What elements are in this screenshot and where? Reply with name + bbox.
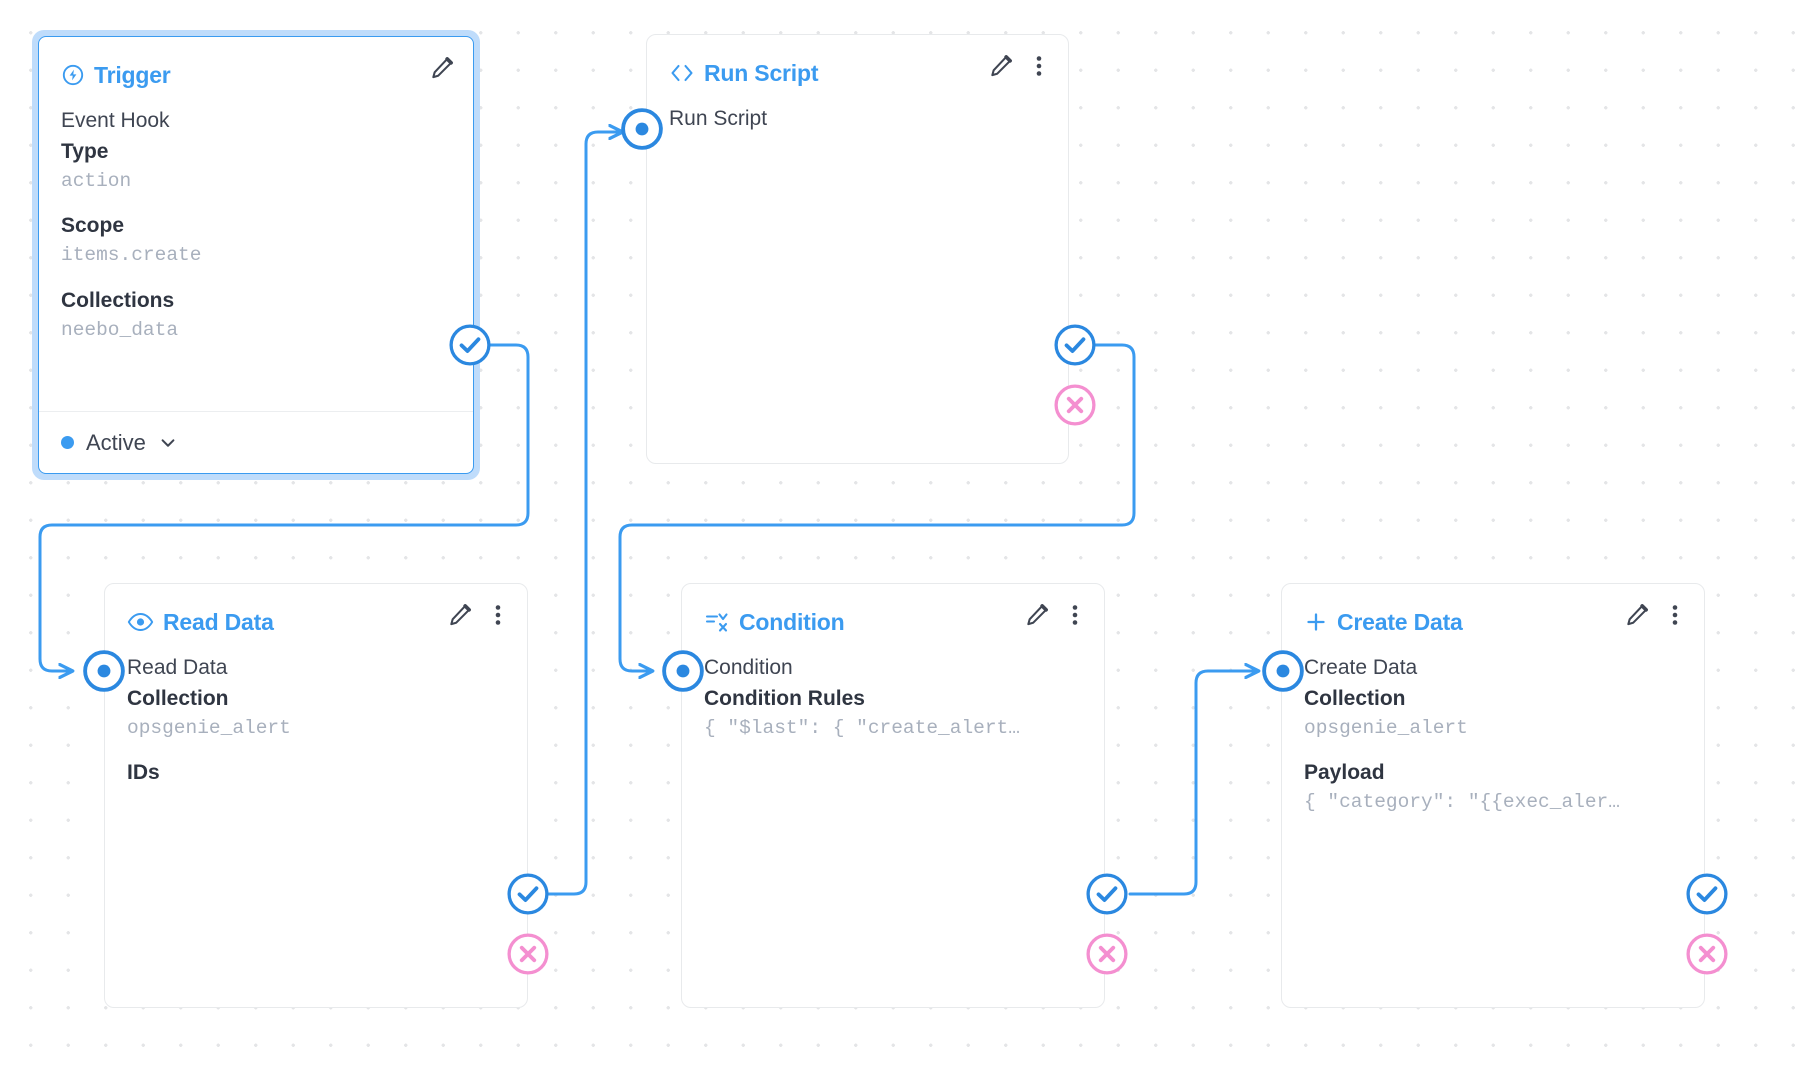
node-actions[interactable] (447, 602, 509, 628)
field-label: Collection (1304, 687, 1406, 711)
node-title: Condition (739, 608, 845, 635)
operation-name: Event Hook (61, 109, 170, 132)
port-run-script-success[interactable] (1053, 323, 1097, 367)
more-vertical-icon[interactable] (487, 602, 509, 628)
field-label: Collection (127, 687, 229, 711)
field-value: opsgenie_alert (127, 717, 291, 740)
plus-icon (1304, 610, 1328, 634)
field-label: IDs (127, 761, 160, 785)
port-create-data-success[interactable] (1685, 872, 1729, 916)
port-read-data-success[interactable] (506, 872, 550, 916)
field-label: Type (61, 140, 109, 164)
field-value: items.create (61, 244, 202, 267)
port-trigger-success[interactable] (448, 323, 492, 367)
more-vertical-icon[interactable] (1664, 602, 1686, 628)
field-value: action (61, 170, 132, 193)
port-run-script-input[interactable] (620, 107, 664, 151)
edit-pencil-icon[interactable] (988, 53, 1014, 79)
port-condition-success[interactable] (1085, 872, 1129, 916)
port-run-script-reject[interactable] (1053, 383, 1097, 427)
edit-pencil-icon[interactable] (1624, 602, 1650, 628)
field-value: opsgenie_alert (1304, 717, 1468, 740)
status-badge[interactable]: Active (39, 411, 473, 473)
field-label: Condition Rules (704, 687, 865, 711)
port-create-data-reject[interactable] (1685, 932, 1729, 976)
port-create-data-input[interactable] (1261, 649, 1305, 693)
field-value: { "category": "{{exec_aler… (1304, 791, 1620, 814)
node-header: Create Data (1282, 584, 1704, 640)
field-value: { "$last": { "create_alert… (704, 717, 1020, 740)
field-label: Payload (1304, 761, 1385, 785)
node-actions[interactable] (1024, 602, 1086, 628)
node-fields: Event Hook Type action Scope items.creat… (39, 93, 473, 345)
eye-icon (127, 611, 154, 633)
node-read-data[interactable]: Read Data Read Da (104, 583, 528, 1008)
edit-pencil-icon[interactable] (447, 602, 473, 628)
node-trigger[interactable]: Trigger Event Hook Type action Scope (32, 30, 480, 480)
operation-name: Read Data (127, 656, 228, 679)
lightning-circle-icon (61, 63, 85, 87)
status-dot-icon (61, 436, 74, 449)
node-header: Trigger (39, 37, 473, 93)
node-title: Create Data (1337, 608, 1463, 635)
operation-name: Condition (704, 656, 793, 679)
status-label: Active (86, 429, 146, 455)
node-fields: Read Data Collection opsgenie_alert IDs (105, 640, 527, 788)
node-fields: Run Script (647, 91, 1068, 134)
node-header: Run Script (647, 35, 1068, 91)
port-read-data-reject[interactable] (506, 932, 550, 976)
edit-pencil-icon[interactable] (429, 55, 455, 81)
field-label: Collections (61, 288, 175, 312)
node-title: Read Data (163, 608, 274, 635)
node-actions[interactable] (1624, 602, 1686, 628)
node-run-script[interactable]: Run Script Run Sc (646, 34, 1069, 464)
node-create-data[interactable]: Create Data Creat (1281, 583, 1705, 1008)
node-fields: Create Data Collection opsgenie_alert Pa… (1282, 640, 1704, 818)
node-condition[interactable]: Condition Conditi (681, 583, 1105, 1008)
field-label: Scope (61, 214, 125, 238)
operation-name: Create Data (1304, 656, 1418, 679)
port-condition-reject[interactable] (1085, 932, 1129, 976)
node-fields: Condition Condition Rules { "$last": { "… (682, 640, 1104, 743)
node-actions[interactable] (988, 53, 1050, 79)
more-vertical-icon[interactable] (1064, 602, 1086, 628)
edit-pencil-icon[interactable] (1024, 602, 1050, 628)
edge-condition-to-create-data (1128, 671, 1258, 896)
port-condition-input[interactable] (661, 649, 705, 693)
node-title: Trigger (94, 61, 171, 88)
node-title: Run Script (704, 59, 819, 86)
more-vertical-icon[interactable] (1028, 53, 1050, 79)
chevron-down-icon[interactable] (158, 433, 178, 453)
condition-filter-icon (704, 611, 730, 633)
field-value: neebo_data (61, 318, 179, 341)
node-actions[interactable] (429, 55, 455, 81)
port-read-data-input[interactable] (82, 649, 126, 693)
operation-name: Run Script (669, 107, 768, 130)
edge-read-data-to-run-script (544, 132, 622, 896)
code-brackets-icon (669, 62, 695, 84)
